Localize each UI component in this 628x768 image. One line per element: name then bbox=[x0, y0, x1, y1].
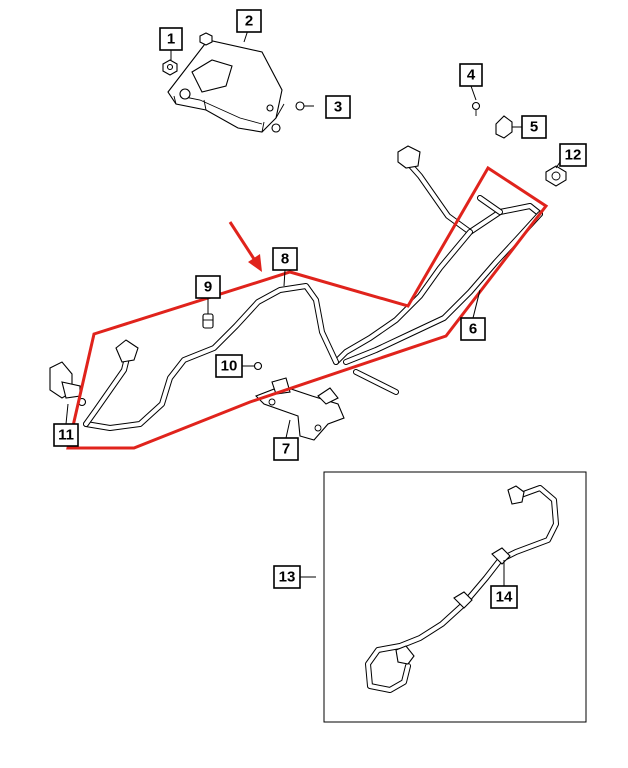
bracket-plate-part bbox=[167, 39, 285, 133]
callout-14: 14 bbox=[490, 585, 518, 609]
svg-text:12: 12 bbox=[565, 147, 582, 164]
hose-assembly-13 bbox=[365, 485, 559, 693]
red-arrow-indicator bbox=[228, 221, 262, 272]
svg-text:10: 10 bbox=[221, 358, 238, 375]
callout-1: 1 bbox=[159, 27, 183, 51]
leader-lines bbox=[65, 29, 561, 586]
callout-4: 4 bbox=[459, 63, 483, 87]
screw-part bbox=[471, 101, 481, 116]
hose-assembly-8 bbox=[83, 283, 339, 431]
svg-text:5: 5 bbox=[530, 119, 538, 136]
svg-text:6: 6 bbox=[469, 321, 477, 338]
callout-9: 9 bbox=[195, 275, 221, 299]
bracket-7-part bbox=[255, 377, 345, 441]
svg-text:13: 13 bbox=[279, 569, 296, 586]
callout-5: 5 bbox=[521, 115, 547, 139]
callout-2: 2 bbox=[236, 9, 262, 33]
callout-3: 3 bbox=[325, 95, 351, 119]
inset-frame bbox=[323, 471, 587, 723]
clamp-part bbox=[545, 165, 567, 187]
svg-text:4: 4 bbox=[467, 67, 476, 84]
callout-8: 8 bbox=[272, 247, 298, 271]
svg-text:7: 7 bbox=[282, 441, 290, 458]
clip-part bbox=[495, 115, 513, 139]
svg-text:11: 11 bbox=[58, 427, 74, 444]
callout-7: 7 bbox=[273, 437, 299, 461]
nut-part bbox=[162, 32, 213, 76]
callout-6: 6 bbox=[460, 317, 486, 341]
bracket-11-part bbox=[49, 361, 87, 407]
callout-11: 11 bbox=[53, 423, 79, 447]
highlight-outline bbox=[66, 165, 549, 450]
svg-text:3: 3 bbox=[334, 99, 342, 116]
callout-13: 13 bbox=[273, 565, 301, 589]
hose-assembly-6 bbox=[333, 145, 543, 395]
bolt-part bbox=[271, 101, 305, 133]
svg-text:2: 2 bbox=[245, 13, 253, 30]
svg-text:9: 9 bbox=[204, 279, 212, 296]
svg-text:8: 8 bbox=[281, 251, 289, 268]
callout-10: 10 bbox=[215, 354, 243, 378]
svg-text:1: 1 bbox=[167, 31, 175, 48]
fitting-part bbox=[202, 313, 214, 329]
svg-text:14: 14 bbox=[496, 589, 513, 606]
bolt-10-part bbox=[253, 361, 263, 371]
callout-12: 12 bbox=[559, 143, 587, 167]
